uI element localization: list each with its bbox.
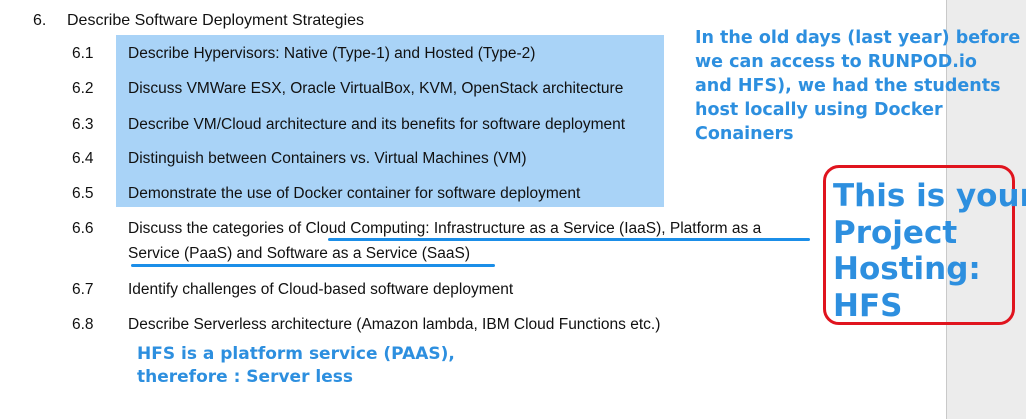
annotation-note-bottom: HFS is a platform service (PAAS), theref… <box>137 343 455 389</box>
callout-line: Project <box>833 214 958 251</box>
item-number: 6.3 <box>72 116 94 133</box>
highlight-block <box>116 35 664 207</box>
item-text: Describe Hypervisors: Native (Type-1) an… <box>128 45 536 62</box>
underline-mark <box>328 238 810 241</box>
callout-line: HFS <box>833 287 903 324</box>
item-text-continued: Service (PaaS) and Software as a Service… <box>128 245 471 262</box>
item-text: Describe Serverless architecture (Amazon… <box>128 316 661 333</box>
note-line: therefore : Server less <box>137 367 353 387</box>
section-title: Describe Software Deployment Strategies <box>67 12 365 29</box>
item-number: 6.8 <box>72 316 94 333</box>
item-text: Demonstrate the use of Docker container … <box>128 185 581 202</box>
annotation-note-top: In the old days (last year) before we ca… <box>695 26 1020 146</box>
item-number: 6.1 <box>72 45 94 62</box>
callout-box <box>823 165 1015 325</box>
item-text: Discuss the categories of Cloud Computin… <box>128 220 762 237</box>
note-line: HFS is a platform service (PAAS), <box>137 344 455 364</box>
item-number: 6.2 <box>72 80 94 97</box>
callout-line: Hosting: <box>833 251 981 287</box>
note-line: In the old days (last year) before <box>695 28 1021 48</box>
item-text: Distinguish between Containers vs. Virtu… <box>128 150 527 167</box>
note-line: we can access to RUNPOD.io <box>695 52 977 72</box>
note-line: and HFS), we had the students <box>695 76 1001 96</box>
item-number: 6.5 <box>72 185 94 202</box>
item-text: Identify challenges of Cloud-based softw… <box>128 281 514 298</box>
item-number: 6.4 <box>72 150 94 167</box>
note-line: host locally using Docker <box>695 100 943 120</box>
underline-mark <box>131 264 495 267</box>
item-text: Describe VM/Cloud architecture and its b… <box>128 116 626 133</box>
item-text: Discuss VMWare ESX, Oracle VirtualBox, K… <box>128 80 624 97</box>
callout-text: This is your Project Hosting: HFS <box>833 178 1026 324</box>
callout-line: This is your <box>833 178 1026 214</box>
item-number: 6.6 <box>72 220 94 237</box>
note-line: Conainers <box>695 124 794 144</box>
section-number: 6. <box>33 12 47 29</box>
item-number: 6.7 <box>72 281 94 298</box>
